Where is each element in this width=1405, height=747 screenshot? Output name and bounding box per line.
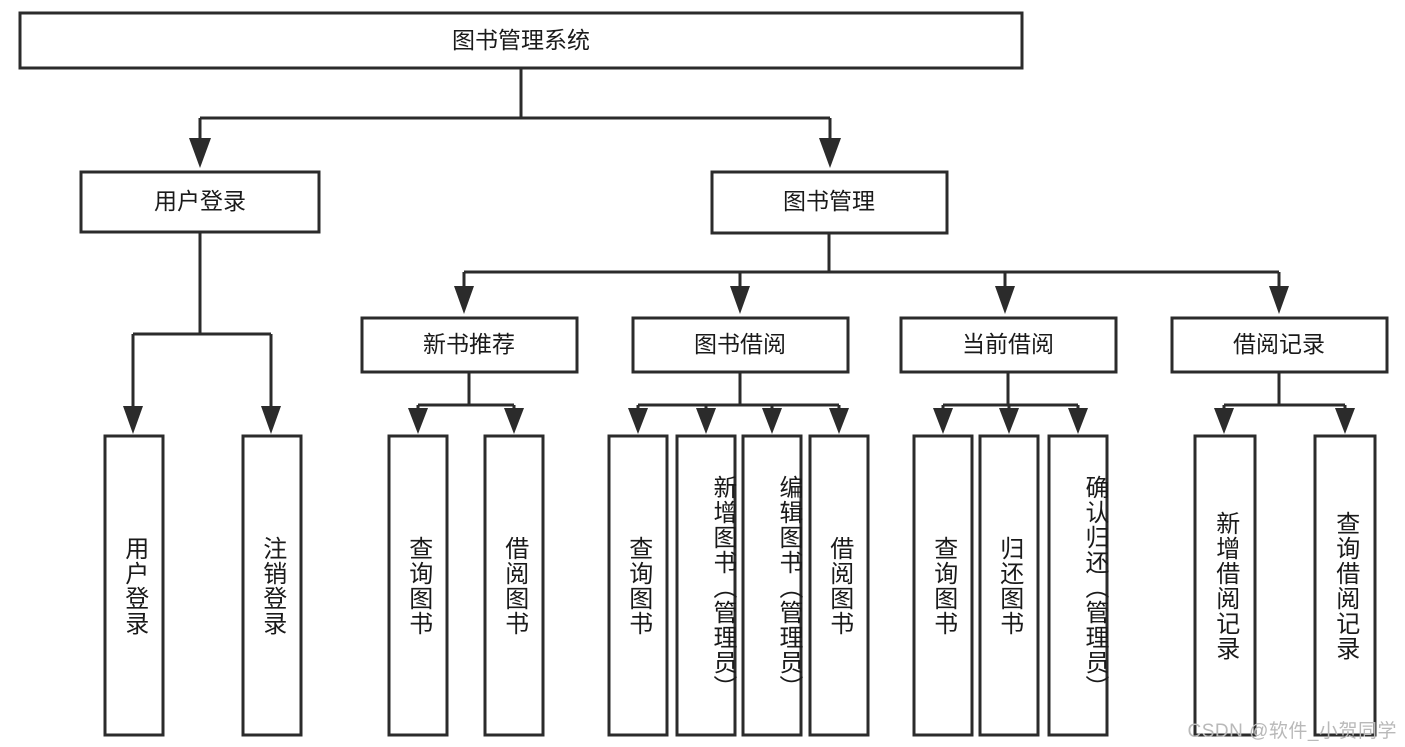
node-root-box[interactable] — [18, 11, 1024, 70]
leaf-box-add-record[interactable] — [1193, 434, 1257, 737]
leaf-box-query-book-1[interactable] — [387, 434, 449, 737]
node-new-book-recommend-label: 新书推荐 — [423, 331, 515, 357]
node-book-manage-label: 图书管理 — [783, 188, 875, 214]
connector-user-login-to-leaves — [123, 232, 281, 434]
leaf-box-borrow-book-2[interactable] — [808, 434, 870, 737]
connector-current-borrow-to-leaves — [933, 372, 1088, 434]
arrow-head-icon — [189, 138, 211, 168]
connector-book-manage-to-level3 — [454, 233, 1289, 314]
node-book-borrow-label: 图书借阅 — [694, 331, 786, 357]
arrow-head-icon — [762, 408, 782, 434]
node-borrow-record[interactable]: 借阅记录 — [1170, 316, 1389, 374]
leaf-box-user-login[interactable] — [103, 434, 165, 737]
leaf-box-query-book-2[interactable] — [607, 434, 669, 737]
leaf-box-edit-book[interactable] — [741, 434, 803, 737]
node-book-borrow[interactable]: 图书借阅 — [631, 316, 850, 374]
leaf-box-add-book[interactable] — [675, 434, 737, 737]
node-user-login-box[interactable] — [79, 170, 321, 234]
node-root-label: 图书管理系统 — [452, 27, 590, 53]
arrow-head-icon — [696, 408, 716, 434]
arrow-head-icon — [408, 408, 428, 434]
connector-book-borrow-to-leaves — [628, 372, 849, 434]
arrow-head-icon — [1335, 408, 1355, 434]
arrow-head-icon — [829, 408, 849, 434]
arrow-head-icon — [995, 286, 1015, 314]
node-current-borrow-label: 当前借阅 — [962, 331, 1054, 357]
leaf-box-borrow-book-1[interactable] — [483, 434, 545, 737]
node-new-book-recommend[interactable]: 新书推荐 — [360, 316, 579, 374]
leaf-box-return-book[interactable] — [978, 434, 1040, 737]
arrow-head-icon — [933, 408, 953, 434]
leaf-box-confirm-return[interactable] — [1047, 434, 1109, 737]
arrow-head-icon — [999, 408, 1019, 434]
node-root[interactable]: 图书管理系统 — [18, 11, 1024, 70]
node-book-manage[interactable]: 图书管理 — [710, 170, 949, 235]
connector-new-book-recommend-to-leaves — [408, 372, 524, 434]
connector-borrow-record-to-leaves — [1214, 372, 1355, 434]
arrow-head-icon — [628, 408, 648, 434]
arrow-head-icon — [819, 138, 841, 168]
node-current-borrow[interactable]: 当前借阅 — [899, 316, 1118, 374]
node-current-borrow-box[interactable] — [899, 316, 1118, 374]
arrow-head-icon — [1269, 286, 1289, 314]
connector-root-to-level2 — [189, 68, 841, 168]
leaf-box-query-book-3[interactable] — [912, 434, 974, 737]
watermark-label: CSDN @软件_小贺同学 — [1187, 721, 1397, 742]
node-borrow-record-label: 借阅记录 — [1233, 331, 1325, 357]
arrow-head-icon — [261, 406, 281, 434]
arrow-head-icon — [123, 406, 143, 434]
node-user-login-label: 用户登录 — [154, 188, 246, 214]
arrow-head-icon — [454, 286, 474, 314]
leaf-box-logout-login[interactable] — [241, 434, 303, 737]
arrow-head-icon — [1214, 408, 1234, 434]
arrow-head-icon — [504, 408, 524, 434]
arrow-head-icon — [1068, 408, 1088, 434]
arrow-head-icon — [730, 286, 750, 314]
node-new-book-recommend-box[interactable] — [360, 316, 579, 374]
node-user-login[interactable]: 用户登录 — [79, 170, 321, 234]
leaf-box-query-record[interactable] — [1313, 434, 1377, 737]
